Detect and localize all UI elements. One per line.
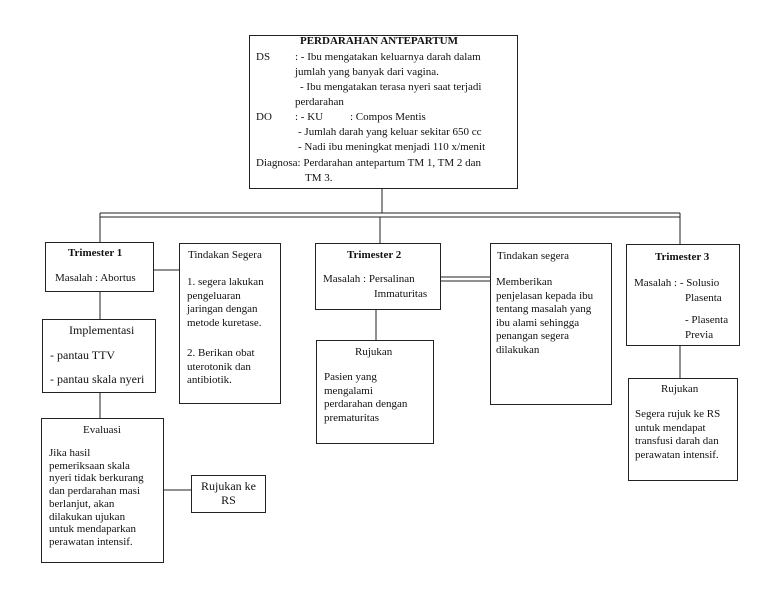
evaluasi-line: perawatan intensif.	[49, 535, 133, 548]
evaluasi-line: Jika hasil	[49, 447, 91, 459]
trimester-2-masalah-2: Immaturitas	[374, 288, 428, 300]
trimester-3-masalah-1: Masalah : - Solusio	[634, 277, 720, 289]
tm1-tindakan-1-line: jaringan dengan	[187, 303, 258, 315]
diagnosa-line-1: Diagnosa: Perdarahan antepartum TM 1, TM…	[256, 157, 482, 169]
implementasi-item-1: - pantau TTV	[50, 348, 116, 362]
evaluasi-line: pemeriksaan skala	[49, 459, 130, 472]
evaluasi-line: dilakukan ujukan	[49, 510, 126, 523]
implementasi-item-2: - pantau skala nyeri	[50, 372, 145, 386]
tm1-tindakan-1-line: pengeluaran	[187, 289, 241, 302]
tm3-rujukan-line: untuk mendapat	[635, 421, 706, 434]
tm2-tindakan-line: tentang masalah yang	[496, 303, 592, 315]
do-line-3: - Nadi ibu meningkat menjadi 110 x/menit	[298, 141, 486, 153]
tm2-tindakan-line: ibu alami sehingga	[496, 316, 580, 329]
main-title: PERDARAHAN ANTEPARTUM	[300, 35, 458, 47]
tm2-tindakan-line: penjelasan kepada ibu	[496, 289, 594, 302]
tm3-rujukan-line: Segera rujuk ke RS	[635, 408, 721, 420]
tm3-rujukan-text: Segera rujuk ke RS untuk mendapat transf…	[635, 408, 720, 462]
trimester-1-box	[45, 242, 154, 292]
implementasi-box	[42, 319, 156, 393]
tm2-tindakan-line: dilakukan	[496, 343, 540, 356]
main-assessment-box	[249, 35, 518, 189]
do-label: DO	[256, 111, 272, 123]
evaluasi-line: untuk mendaparkan	[49, 523, 137, 536]
tm1-tindakan-title: Tindakan Segera	[188, 249, 262, 261]
ds-line-4: perdarahan	[295, 96, 344, 108]
trimester-3-masalah-4: Previa	[685, 329, 714, 341]
rujukan-rs-box	[191, 475, 266, 513]
trimester-3-masalah-3: - Plasenta	[685, 314, 729, 326]
evaluasi-line: berlanjut, akan	[49, 497, 115, 510]
do-line-1b: : Compos Mentis	[350, 111, 426, 123]
tm1-tindakan-1-line: 1. segera lakukan	[187, 276, 264, 288]
evaluasi-text: Jika hasil pemeriksaan skala nyeri tidak…	[49, 447, 144, 549]
trimester-2-masalah-1: Masalah : Persalinan	[323, 273, 415, 285]
tm2-tindakan-title: Tindakan segera	[497, 250, 569, 262]
trimester-2-box	[315, 243, 441, 310]
ds-line-2: jumlah yang banyak dari vagina.	[295, 66, 439, 78]
tm3-rujukan-line: perawatan intensif.	[635, 448, 719, 461]
do-line-1a: : - KU	[295, 111, 324, 123]
rujukan-rs-text: Rujukan ke RS	[191, 479, 266, 507]
tm2-tindakan-line: Memberikan	[496, 276, 553, 288]
tm1-tindakan-2-line: uterotonik dan	[187, 360, 251, 373]
evaluasi-line: nyeri tidak berkurang	[49, 472, 144, 485]
rujukan-rs-line: RS	[221, 493, 236, 507]
do-line-2: - Jumlah darah yang keluar sekitar 650 c…	[298, 126, 482, 138]
trimester-3-box	[626, 244, 740, 346]
ds-line-3: - Ibu mengatakan terasa nyeri saat terja…	[300, 81, 482, 93]
tm1-tindakan-box	[179, 243, 281, 404]
tm1-tindakan-1-line: metode kuretase.	[187, 316, 262, 329]
trimester-1-title: Trimester 1	[68, 247, 123, 259]
trimester-3-masalah-2: Plasenta	[685, 292, 722, 304]
tm3-rujukan-box	[628, 378, 738, 481]
ds-label: DS	[256, 51, 271, 63]
trimester-3-title: Trimester 3	[655, 251, 710, 263]
rujukan-rs-line: Rujukan ke	[201, 479, 256, 493]
tm2-rujukan-line: mengalami	[324, 384, 373, 397]
tm2-rujukan-text: Pasien yang mengalami perdarahan dengan …	[324, 371, 407, 425]
tm2-tindakan-text: Memberikan penjelasan kepada ibu tentang…	[496, 276, 593, 357]
tm2-tindakan-box	[490, 243, 612, 405]
evaluasi-title: Evaluasi	[83, 424, 121, 436]
ds-line-1: : - Ibu mengatakan keluarnya darah dalam	[295, 51, 481, 63]
tm2-rujukan-title: Rujukan	[355, 346, 393, 358]
tm2-tindakan-line: penangan segera	[496, 330, 569, 342]
tm3-rujukan-title: Rujukan	[661, 383, 699, 395]
diagnosa-line-2: TM 3.	[305, 172, 333, 184]
tm3-rujukan-line: transfusi darah dan	[635, 435, 719, 447]
tm2-rujukan-line: Pasien yang	[324, 371, 377, 383]
evaluasi-line: dan perdarahan masi	[49, 485, 141, 498]
tm2-rujukan-line: prematuritas	[324, 411, 379, 424]
tm1-tindakan-item-1: 1. segera lakukan pengeluaran jaringan d…	[187, 276, 264, 330]
implementasi-title: Implementasi	[69, 323, 135, 337]
tm1-tindakan-2-line: antibiotik.	[187, 374, 232, 386]
tm2-rujukan-box	[316, 340, 434, 444]
trimester-2-title: Trimester 2	[347, 249, 402, 261]
tm1-tindakan-item-2: 2. Berikan obat uterotonik dan antibioti…	[187, 347, 255, 388]
evaluasi-box	[41, 418, 164, 563]
tm2-rujukan-line: perdarahan dengan	[324, 398, 408, 410]
tm1-tindakan-2-line: 2. Berikan obat	[187, 347, 255, 359]
trimester-1-masalah: Masalah : Abortus	[55, 272, 136, 284]
